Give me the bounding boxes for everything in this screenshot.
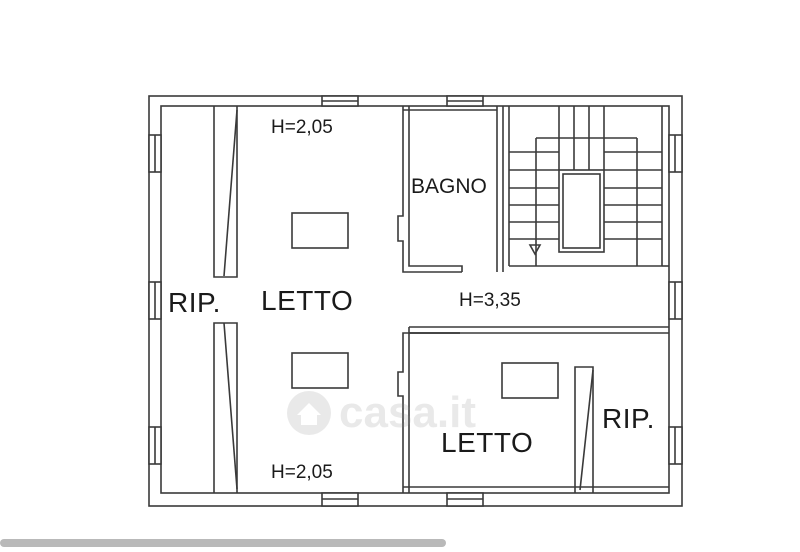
window-left-2 — [148, 281, 162, 320]
wardrobe-left-top — [213, 106, 238, 278]
window-right-1 — [668, 134, 683, 173]
window-left-1 — [148, 134, 162, 173]
window-left-3 — [148, 426, 162, 465]
wardrobe-right — [574, 366, 594, 493]
bedroom-second-walls — [397, 327, 669, 493]
bathroom-walls — [397, 106, 504, 273]
bed-bottom — [291, 352, 349, 389]
room-label-bathroom: BAGNO — [411, 175, 487, 198]
room-label-storage-right: RIP. — [602, 403, 655, 434]
bed-top — [291, 212, 349, 249]
window-top-left — [321, 95, 359, 107]
horizontal-scrollbar[interactable] — [0, 539, 446, 547]
window-right-3 — [668, 426, 683, 465]
window-right-2 — [668, 281, 683, 320]
window-bottom-left — [321, 492, 359, 507]
height-label-top: H=2,05 — [271, 117, 333, 138]
room-label-bedroom-second: LETTO — [441, 427, 534, 458]
down-arrow-icon — [528, 244, 542, 256]
height-label-center: H=3,35 — [459, 290, 521, 311]
bed-second — [501, 362, 559, 399]
wardrobe-left-bottom — [213, 322, 238, 493]
room-label-storage-left: RIP. — [168, 287, 221, 318]
staircase — [508, 106, 663, 267]
height-label-bottom: H=2,05 — [271, 462, 333, 483]
outer-wall — [148, 95, 683, 507]
window-bottom-right — [446, 492, 484, 507]
room-label-bedroom-main: LETTO — [261, 285, 354, 316]
window-top-right — [446, 95, 484, 107]
